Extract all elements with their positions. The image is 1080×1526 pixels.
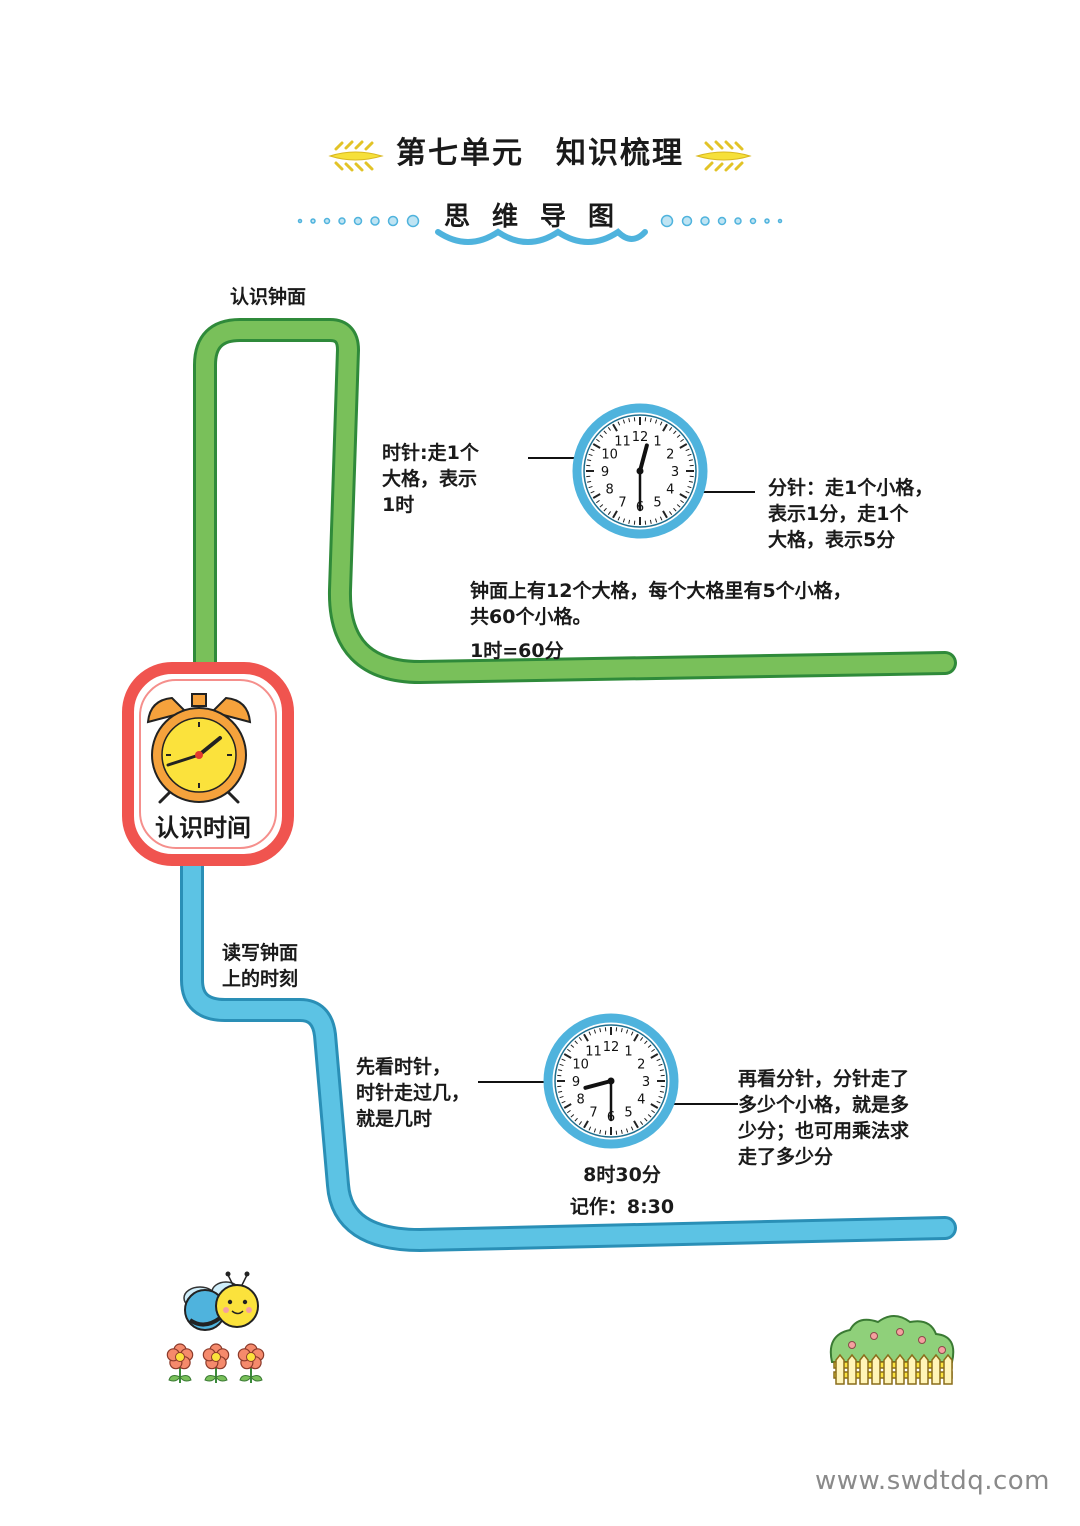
minute-hand-note-top: 分针：走1个小格， 表示1分，走1个 大格，表示5分 bbox=[768, 475, 933, 553]
clock-number: 11 bbox=[614, 435, 631, 450]
branch-top-title: 认识钟面 bbox=[230, 286, 307, 308]
time-read-label: 8时30分 bbox=[583, 1164, 661, 1186]
clock-number: 5 bbox=[653, 495, 661, 510]
minute-hand-note-line: 少分；也可用乘法求 bbox=[738, 1120, 910, 1142]
hour-hand-note-line: 就是几时 bbox=[356, 1108, 433, 1130]
hour-hand bbox=[583, 1079, 613, 1090]
branch-bottom-title-line: 读写钟面 bbox=[222, 942, 299, 964]
wheat-icon-right bbox=[695, 140, 752, 172]
fact-line: 钟面上有12个大格，每个大格里有5个小格， bbox=[470, 580, 852, 602]
minute-hand-note-line: 表示1分，走1个 bbox=[768, 503, 909, 525]
minute-hand-note-line: 走了多少分 bbox=[738, 1146, 834, 1168]
flower-icon bbox=[166, 1343, 265, 1383]
alarm-clock-icon bbox=[146, 693, 252, 804]
minute-hand-note-line: 分针：走1个小格， bbox=[768, 477, 934, 499]
clock-number: 3 bbox=[671, 465, 679, 480]
clock-number: 3 bbox=[642, 1075, 650, 1090]
watermark: www.swdtdq.com bbox=[815, 1466, 1050, 1496]
center-topic-label: 认识时间 bbox=[155, 814, 251, 842]
minute-hand-note-line: 多少个小格，就是多 bbox=[738, 1094, 910, 1116]
clock-number: 9 bbox=[572, 1075, 580, 1090]
bush-fence-icon bbox=[829, 1315, 955, 1385]
hour-hand-note-line: 先看时针， bbox=[356, 1056, 452, 1078]
clock-number: 12 bbox=[603, 1040, 620, 1055]
clock-number: 4 bbox=[666, 483, 674, 498]
hour-hand-note-line: 时针走过几， bbox=[356, 1082, 471, 1104]
page-title: 第七单元 知识梳理 bbox=[396, 136, 684, 171]
clock-number: 2 bbox=[637, 1058, 645, 1073]
minute-hand-note-line: 大格，表示5分 bbox=[768, 529, 896, 551]
fact-line: 共60个小格。 bbox=[470, 606, 592, 628]
hour-hand-note-line: 大格，表示 bbox=[382, 468, 478, 490]
clock-number: 9 bbox=[601, 465, 609, 480]
minute-hand-note-bottom: 再看分针，分针走了 多少个小格，就是多 少分；也可用乘法求 走了多少分 bbox=[738, 1066, 909, 1170]
wheat-icon-left bbox=[328, 140, 384, 172]
clock-face-bottom: 121234567891011 bbox=[543, 1013, 679, 1149]
clock-number: 2 bbox=[666, 448, 674, 463]
bee-icon bbox=[183, 1271, 259, 1331]
clock-number: 10 bbox=[601, 448, 618, 463]
clock-number: 12 bbox=[632, 430, 649, 445]
time-written-label: 记作：8:30 bbox=[569, 1196, 675, 1218]
branch-bottom-title-line: 上的时刻 bbox=[222, 968, 299, 990]
hour-minute-equation: 1时=60分 bbox=[470, 640, 564, 662]
clock-face-top: 121234567891011 bbox=[572, 403, 708, 539]
page-subtitle: 思维导图 bbox=[443, 202, 636, 232]
clock-number: 11 bbox=[585, 1045, 602, 1060]
clock-number: 10 bbox=[572, 1058, 589, 1073]
hour-hand-note-bottom: 先看时针， 时针走过几， 就是几时 bbox=[356, 1054, 470, 1132]
clock-number: 1 bbox=[653, 435, 661, 450]
hour-hand-note-line: 1时 bbox=[382, 494, 415, 516]
hour-hand-note-top: 时针:走1个 大格，表示 1时 bbox=[382, 440, 479, 518]
hour-hand-note-line: 时针:走1个 bbox=[382, 442, 479, 464]
clock-number: 8 bbox=[577, 1093, 585, 1108]
clock-number: 1 bbox=[624, 1045, 632, 1060]
clock-number: 5 bbox=[624, 1105, 632, 1120]
hour-hand bbox=[638, 443, 649, 473]
clock-face-facts: 钟面上有12个大格，每个大格里有5个小格， 共60个小格。 bbox=[470, 578, 852, 630]
subtitle-wave bbox=[297, 214, 783, 245]
clock-number: 4 bbox=[637, 1093, 645, 1108]
branch-bottom-title: 读写钟面 上的时刻 bbox=[222, 940, 298, 992]
clock-number: 7 bbox=[589, 1105, 597, 1120]
clock-number: 7 bbox=[618, 495, 626, 510]
minute-hand-note-line: 再看分针，分针走了 bbox=[738, 1068, 910, 1090]
clock-number: 8 bbox=[606, 483, 614, 498]
